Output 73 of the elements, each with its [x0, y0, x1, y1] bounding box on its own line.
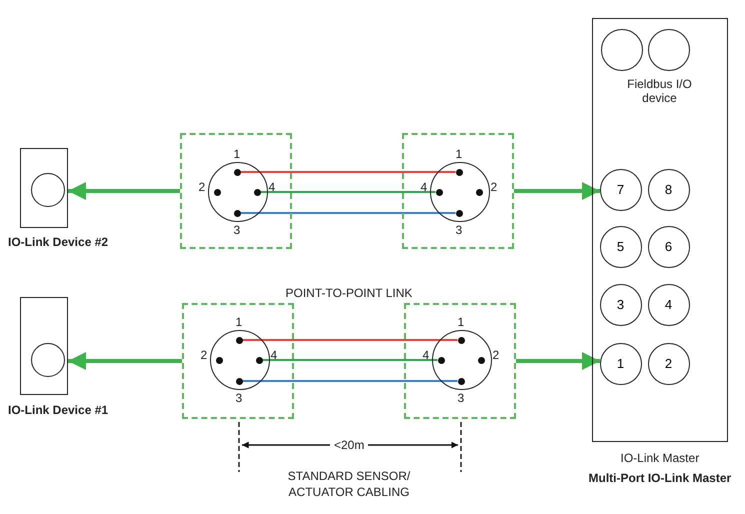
connector-frame — [402, 133, 514, 249]
pin-number: 2 — [200, 348, 208, 362]
pin-number: 3 — [458, 391, 464, 405]
pin-dot — [236, 336, 242, 344]
port-circle: 1 — [600, 342, 642, 384]
pin-dot — [234, 168, 240, 176]
connector-frame — [180, 133, 292, 249]
pin-number: 4 — [422, 348, 430, 362]
arrow — [68, 352, 182, 370]
connector-frame — [182, 303, 294, 419]
sensor-circle — [30, 342, 64, 376]
pin-dot — [254, 188, 260, 196]
wire — [240, 212, 456, 214]
wire — [242, 339, 458, 341]
pin-dot — [456, 168, 462, 176]
connector-frame — [404, 303, 516, 419]
pin-number: 2 — [490, 180, 498, 194]
device-box — [20, 297, 68, 395]
pin-number: 3 — [236, 391, 242, 405]
pin-dot — [234, 210, 240, 216]
pin-dot — [478, 356, 484, 364]
arrow — [514, 182, 600, 200]
wire — [242, 380, 458, 382]
port-circle: 8 — [648, 168, 690, 210]
pin-number: 3 — [456, 223, 462, 237]
connector-face — [208, 162, 268, 222]
wire — [260, 191, 436, 193]
dimension-label: <20m — [330, 438, 368, 452]
arrow — [516, 352, 600, 370]
pin-number: 4 — [268, 180, 276, 194]
device-label: IO-Link Device #2 — [8, 235, 108, 249]
pin-number: 2 — [198, 180, 206, 194]
pin-dot — [458, 378, 464, 384]
pin-number: 4 — [420, 180, 428, 194]
device-label: Multi-Port IO-Link Master — [588, 471, 732, 485]
device-box — [20, 148, 68, 228]
pin-dot — [214, 188, 220, 196]
connector-face — [430, 162, 490, 222]
pin-dot — [256, 356, 262, 364]
label-text: POINT-TO-POINT LINK — [286, 286, 412, 300]
connector-face — [210, 330, 270, 390]
port-circle — [648, 28, 690, 70]
pin-dot — [458, 336, 464, 344]
port-circle: 3 — [600, 284, 642, 326]
device-label: IO-Link Device #1 — [8, 403, 108, 417]
pin-dot — [438, 356, 444, 364]
arrow — [68, 182, 180, 200]
pin-number: 3 — [234, 223, 240, 237]
sensor-circle — [30, 172, 64, 206]
port-circle: 2 — [648, 342, 690, 384]
device-label: Fieldbus I/O device — [626, 77, 693, 105]
pin-number: 1 — [236, 315, 242, 329]
port-circle: 6 — [648, 226, 690, 268]
pin-number: 1 — [456, 147, 462, 161]
pin-number: 1 — [458, 315, 464, 329]
connector-face — [432, 330, 492, 390]
pin-number: 1 — [234, 147, 240, 161]
port-circle: 5 — [600, 226, 642, 268]
device-label: IO-Link Master — [620, 451, 700, 465]
port-circle: 7 — [600, 168, 642, 210]
pin-dot — [476, 188, 482, 196]
wire — [240, 171, 456, 173]
pin-number: 4 — [270, 348, 278, 362]
master-module-box — [592, 18, 728, 442]
pin-dot — [236, 378, 242, 384]
pin-dot — [456, 210, 462, 216]
port-circle: 4 — [648, 284, 690, 326]
wire — [262, 359, 438, 361]
pin-dot — [436, 188, 442, 196]
pin-dot — [216, 356, 222, 364]
pin-number: 2 — [492, 348, 500, 362]
port-circle — [600, 28, 642, 70]
label-text: STANDARD SENSOR/ ACTUATOR CABLING — [286, 468, 412, 500]
